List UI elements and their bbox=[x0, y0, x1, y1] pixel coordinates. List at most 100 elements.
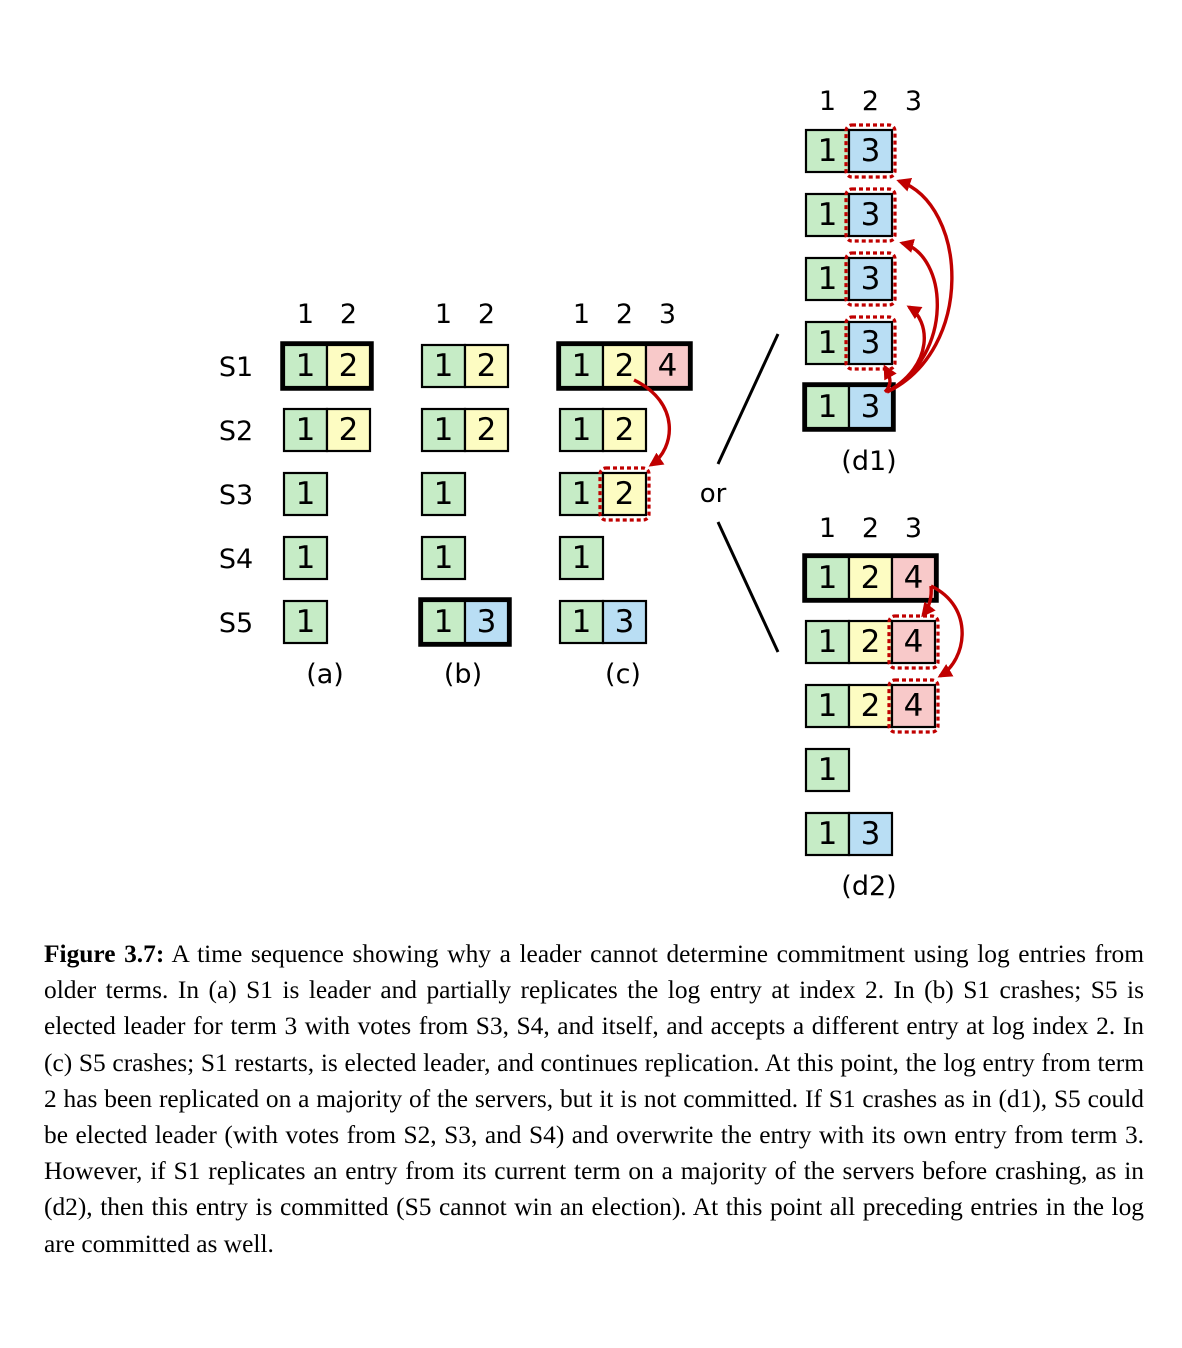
log-entry bbox=[420, 535, 467, 581]
log-entry-term: 1 bbox=[572, 348, 592, 384]
index-label: 2 bbox=[340, 299, 357, 330]
log-entry-term: 2 bbox=[477, 348, 497, 384]
highlighted-entry bbox=[844, 315, 897, 371]
log-entry bbox=[890, 619, 937, 665]
log-entry bbox=[420, 343, 467, 389]
log-entry-term: 3 bbox=[477, 604, 497, 640]
log-entry-term: 1 bbox=[572, 540, 592, 576]
log-entry-term: 1 bbox=[818, 816, 838, 852]
log-entry bbox=[601, 343, 648, 389]
log-entry-term: 3 bbox=[861, 133, 881, 169]
log-a-s3: 1 bbox=[282, 471, 329, 517]
log-entry-term: 2 bbox=[339, 412, 359, 448]
index-label: 3 bbox=[905, 513, 922, 544]
server-label-s3: S3 bbox=[219, 480, 253, 511]
log-d2-s4: 1 bbox=[804, 747, 851, 793]
log-entry-term: 2 bbox=[861, 688, 881, 724]
log-entry bbox=[804, 192, 851, 238]
leader-outline bbox=[802, 382, 896, 432]
replication-arrow bbox=[921, 585, 936, 618]
log-a-s4: 1 bbox=[282, 535, 329, 581]
log-entry-term: 1 bbox=[818, 133, 838, 169]
log-entry bbox=[601, 407, 648, 453]
highlighted-entry bbox=[844, 251, 897, 307]
leader-outline bbox=[802, 553, 939, 603]
divider-line-lower bbox=[716, 521, 780, 653]
log-entry bbox=[847, 811, 894, 857]
log-entry bbox=[804, 619, 851, 665]
log-entry-term: 1 bbox=[818, 261, 838, 297]
leader-outline bbox=[556, 341, 693, 391]
log-entry bbox=[282, 471, 329, 517]
index-label: 3 bbox=[905, 86, 922, 117]
panel-label-d1: (d1) bbox=[841, 446, 896, 477]
log-entry-term: 2 bbox=[615, 348, 635, 384]
divider-line-upper bbox=[716, 333, 780, 465]
leader-outline bbox=[418, 597, 512, 647]
highlighted-entry bbox=[844, 123, 897, 179]
log-entry-term: 1 bbox=[434, 348, 454, 384]
log-entry-term: 2 bbox=[861, 560, 881, 596]
log-entry bbox=[804, 128, 851, 174]
log-entry-term: 1 bbox=[434, 540, 454, 576]
panel-label-d2: (d2) bbox=[841, 871, 896, 902]
log-b-s4: 1 bbox=[420, 535, 467, 581]
panel-label-c: (c) bbox=[605, 659, 641, 690]
log-entry-term: 2 bbox=[615, 476, 635, 512]
server-label-s2: S2 bbox=[219, 416, 253, 447]
log-entry bbox=[463, 407, 510, 453]
log-entry-term: 4 bbox=[904, 624, 924, 660]
log-entry-term: 3 bbox=[615, 604, 635, 640]
server-label-s5: S5 bbox=[219, 608, 253, 639]
log-entry-term: 3 bbox=[861, 389, 881, 425]
log-entry bbox=[847, 192, 894, 238]
log-c-s4: 1 bbox=[558, 535, 605, 581]
log-entry-term: 4 bbox=[904, 560, 924, 596]
log-entry bbox=[601, 471, 648, 517]
replication-arrow bbox=[633, 378, 671, 467]
replication-arrow bbox=[883, 364, 897, 394]
index-label: 1 bbox=[819, 513, 836, 544]
log-entry bbox=[601, 599, 648, 645]
log-entry-term: 1 bbox=[572, 412, 592, 448]
log-entry-term: 1 bbox=[434, 412, 454, 448]
log-entry-term: 1 bbox=[818, 560, 838, 596]
log-entry bbox=[847, 555, 894, 601]
log-entry-term: 1 bbox=[296, 476, 316, 512]
log-entry-term: 1 bbox=[296, 412, 316, 448]
log-entry bbox=[282, 599, 329, 645]
highlighted-entry bbox=[844, 187, 897, 243]
caption-text: A time sequence showing why a leader can… bbox=[44, 940, 1144, 1258]
log-entry bbox=[804, 683, 851, 729]
log-entry bbox=[463, 343, 510, 389]
log-entry-term: 2 bbox=[861, 624, 881, 660]
replication-arrow bbox=[886, 305, 926, 394]
log-entry bbox=[847, 320, 894, 366]
server-label-s1: S1 bbox=[219, 352, 253, 383]
log-entry-term: 1 bbox=[818, 624, 838, 660]
log-entry-term: 1 bbox=[572, 476, 592, 512]
log-entry bbox=[804, 747, 851, 793]
log-entry bbox=[847, 683, 894, 729]
log-entry-term: 3 bbox=[861, 325, 881, 361]
or-label: or bbox=[700, 479, 727, 509]
log-entry bbox=[804, 256, 851, 302]
